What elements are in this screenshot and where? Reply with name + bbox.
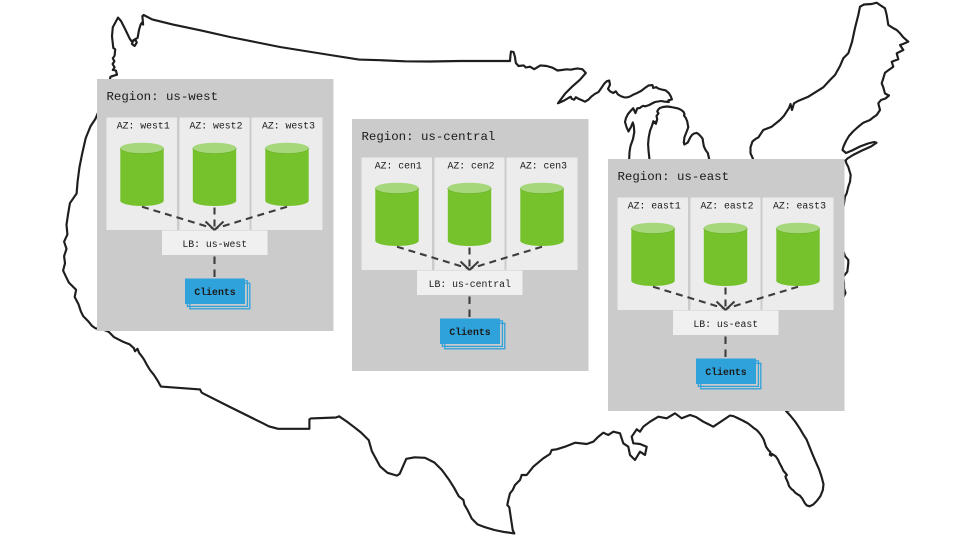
svg-text:AZ: east1: AZ: east1 bbox=[628, 201, 681, 212]
svg-text:AZ: cen2: AZ: cen2 bbox=[447, 161, 494, 172]
svg-text:LB: us-west: LB: us-west bbox=[182, 239, 247, 250]
svg-text:AZ: cen1: AZ: cen1 bbox=[375, 161, 422, 172]
svg-text:Clients: Clients bbox=[449, 327, 490, 338]
svg-text:LB: us-central: LB: us-central bbox=[429, 279, 511, 290]
svg-text:AZ: east3: AZ: east3 bbox=[773, 201, 826, 212]
svg-text:Clients: Clients bbox=[705, 367, 746, 378]
svg-text:AZ: west3: AZ: west3 bbox=[262, 121, 315, 132]
svg-text:AZ: west2: AZ: west2 bbox=[190, 121, 243, 132]
svg-text:AZ: east2: AZ: east2 bbox=[701, 201, 754, 212]
svg-text:LB: us-east: LB: us-east bbox=[693, 319, 758, 330]
svg-text:Region: us-central: Region: us-central bbox=[362, 130, 496, 144]
svg-text:Clients: Clients bbox=[194, 287, 235, 298]
svg-text:Region: us-east: Region: us-east bbox=[618, 170, 730, 184]
svg-text:AZ: cen3: AZ: cen3 bbox=[520, 161, 567, 172]
svg-text:Region: us-west: Region: us-west bbox=[107, 90, 219, 104]
svg-text:AZ: west1: AZ: west1 bbox=[117, 121, 170, 132]
